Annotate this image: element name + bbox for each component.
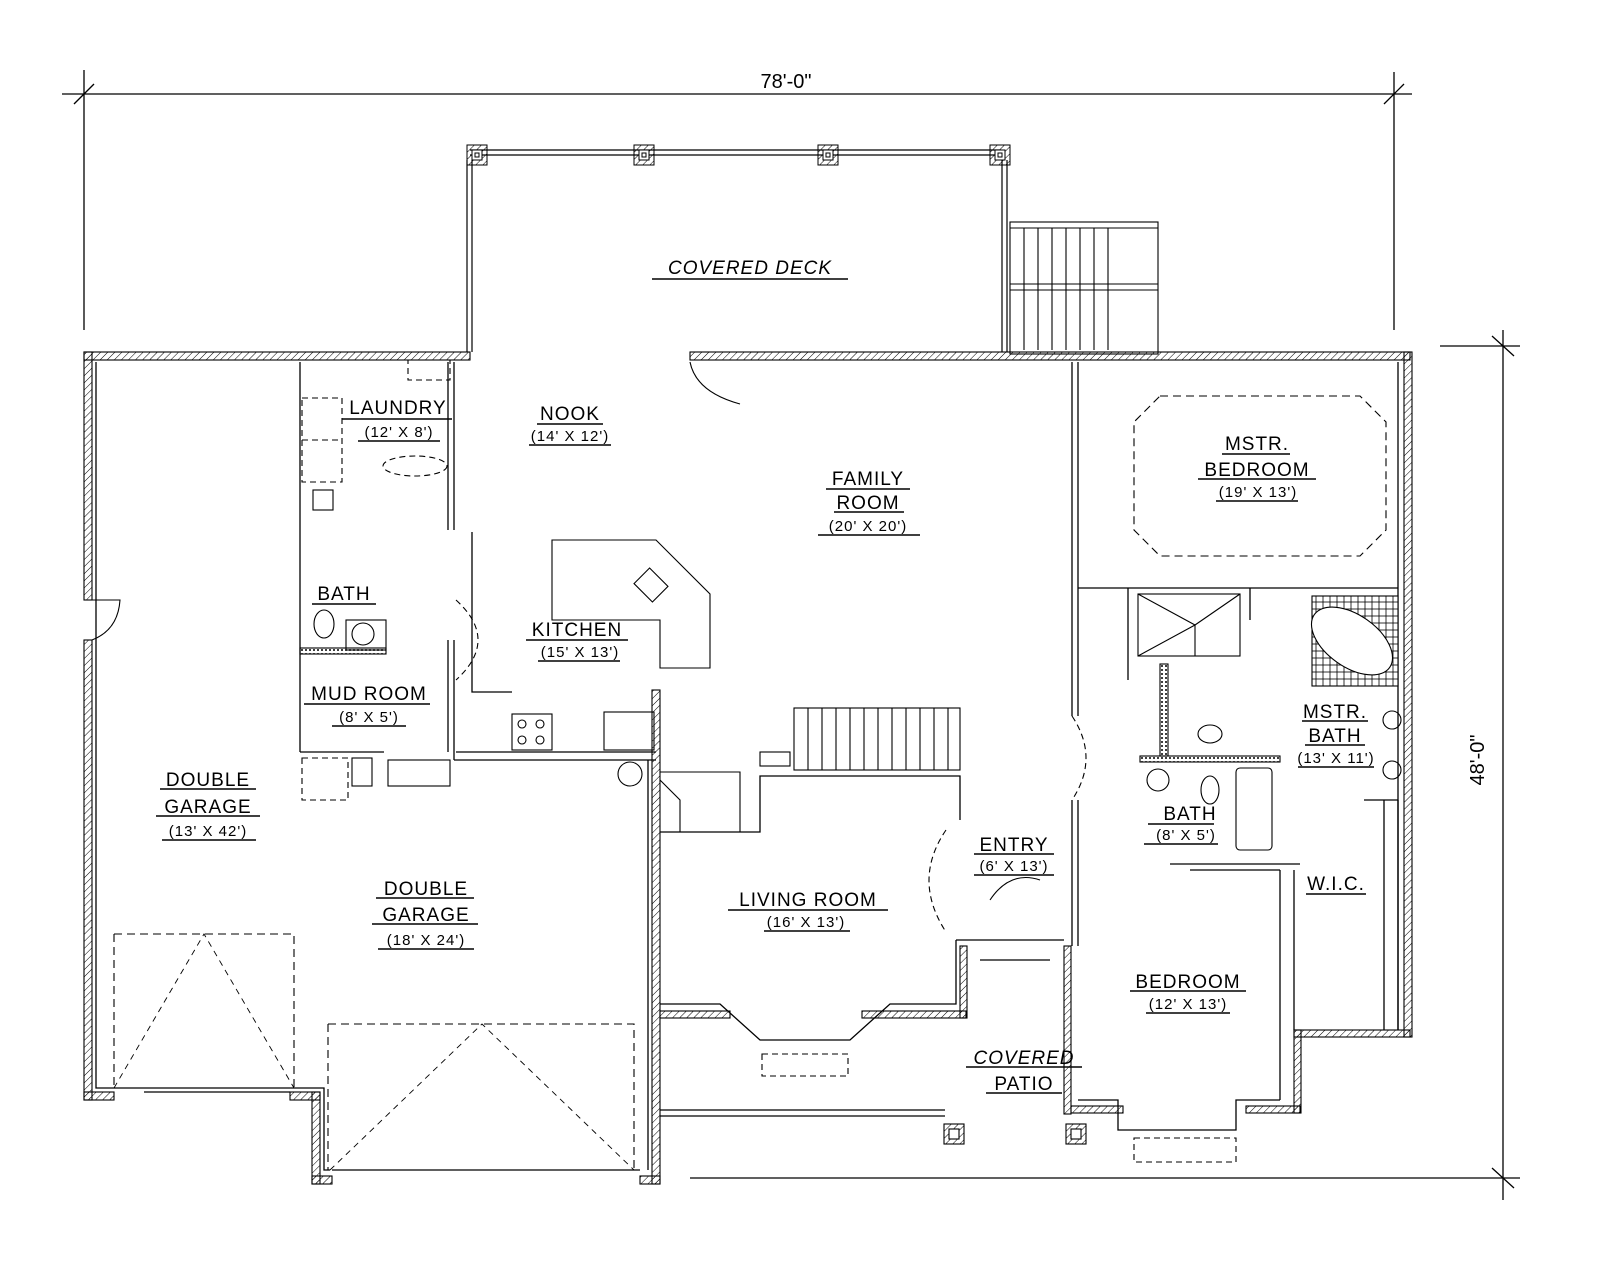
entry-size: (6' X 13')	[979, 858, 1048, 875]
covered-deck-label-group: COVERED DECK	[652, 258, 848, 280]
mstr-bath-label-group: MSTR. BATH (13' X 11')	[1297, 702, 1374, 768]
entry-label: ENTRY	[979, 835, 1048, 856]
covered-patio-label-line1: COVERED	[974, 1048, 1075, 1069]
room-labels: LAUNDRY (12' X 8') NOOK (14' X 12') FAMI…	[156, 398, 1374, 1095]
bath-small-label: BATH	[317, 584, 370, 605]
mstr-bedroom-label-line2: BEDROOM	[1204, 460, 1309, 481]
deck-posts	[466, 144, 1011, 166]
bedroom-label: BEDROOM	[1135, 972, 1240, 993]
family-room-label-line1: FAMILY	[832, 469, 904, 490]
mstr-bedroom-size: (19' X 13')	[1219, 484, 1297, 501]
covered-deck-structure	[466, 149, 1008, 352]
garage-left-label-line1: DOUBLE	[166, 770, 250, 791]
entry-label-group: ENTRY (6' X 13')	[974, 835, 1054, 876]
covered-patio-label-line2: PATIO	[994, 1074, 1053, 1095]
mud-room-label-group: MUD ROOM (8' X 5')	[304, 684, 430, 727]
deck-stairs	[1009, 221, 1159, 355]
wic-label: W.I.C.	[1307, 874, 1365, 895]
bedroom-size: (12' X 13')	[1149, 996, 1227, 1013]
laundry-size: (12' X 8')	[364, 424, 433, 441]
bath-small-label-group: BATH	[312, 584, 376, 605]
width-dimension-label: 78'-0"	[761, 71, 812, 93]
garage-right-size: (18' X 24')	[387, 932, 465, 949]
bath-hall-label-group: BATH (8' X 5')	[1144, 804, 1218, 845]
mstr-bath-size: (13' X 11')	[1297, 750, 1374, 767]
laundry-label: LAUNDRY	[349, 398, 446, 419]
garage-left-label-group: DOUBLE GARAGE (13' X 42')	[156, 770, 260, 841]
kitchen-label: KITCHEN	[532, 620, 622, 641]
laundry-label-group: LAUNDRY (12' X 8')	[342, 398, 452, 442]
living-room-size: (16' X 13')	[767, 914, 845, 931]
depth-dimension-label: 48'-0"	[1467, 735, 1489, 786]
bath-hall-label: BATH	[1163, 804, 1216, 825]
mstr-bath-label-line2: BATH	[1308, 726, 1361, 747]
nook-label: NOOK	[540, 404, 600, 425]
fixtures	[91, 359, 1402, 1171]
garage-right-label-line1: DOUBLE	[384, 879, 468, 900]
wic-label-group: W.I.C.	[1306, 874, 1366, 895]
garage-left-size: (13' X 42')	[169, 823, 247, 840]
mud-room-size: (8' X 5')	[339, 709, 399, 726]
mstr-bedroom-label-line1: MSTR.	[1225, 434, 1289, 455]
covered-patio-label-group: COVERED PATIO	[966, 1048, 1082, 1095]
kitchen-size: (15' X 13')	[541, 644, 619, 661]
nook-label-group: NOOK (14' X 12')	[529, 404, 611, 446]
bedroom-label-group: BEDROOM (12' X 13')	[1130, 972, 1246, 1014]
living-room-label: LIVING ROOM	[739, 890, 877, 911]
living-room-label-group: LIVING ROOM (16' X 13')	[728, 890, 888, 932]
mud-room-label: MUD ROOM	[311, 684, 427, 705]
nook-size: (14' X 12')	[531, 428, 609, 445]
covered-deck-label: COVERED DECK	[668, 258, 832, 279]
exterior-walls	[83, 351, 1413, 1185]
dimension-lines	[62, 70, 1520, 1200]
kitchen-label-group: KITCHEN (15' X 13')	[526, 620, 628, 662]
mstr-bedroom-label-group: MSTR. BEDROOM (19' X 13')	[1198, 434, 1316, 502]
family-room-size: (20' X 20')	[829, 518, 907, 535]
garage-left-label-line2: GARAGE	[164, 797, 251, 818]
garage-right-label-group: DOUBLE GARAGE (18' X 24')	[372, 879, 478, 950]
mstr-bath-label-line1: MSTR.	[1303, 702, 1367, 723]
interior-walls	[95, 362, 1399, 1171]
family-room-label-line2: ROOM	[836, 493, 899, 514]
bath-hall-size: (8' X 5')	[1156, 827, 1216, 844]
garage-right-label-line2: GARAGE	[382, 905, 469, 926]
family-room-label-group: FAMILY ROOM (20' X 20')	[818, 469, 920, 536]
